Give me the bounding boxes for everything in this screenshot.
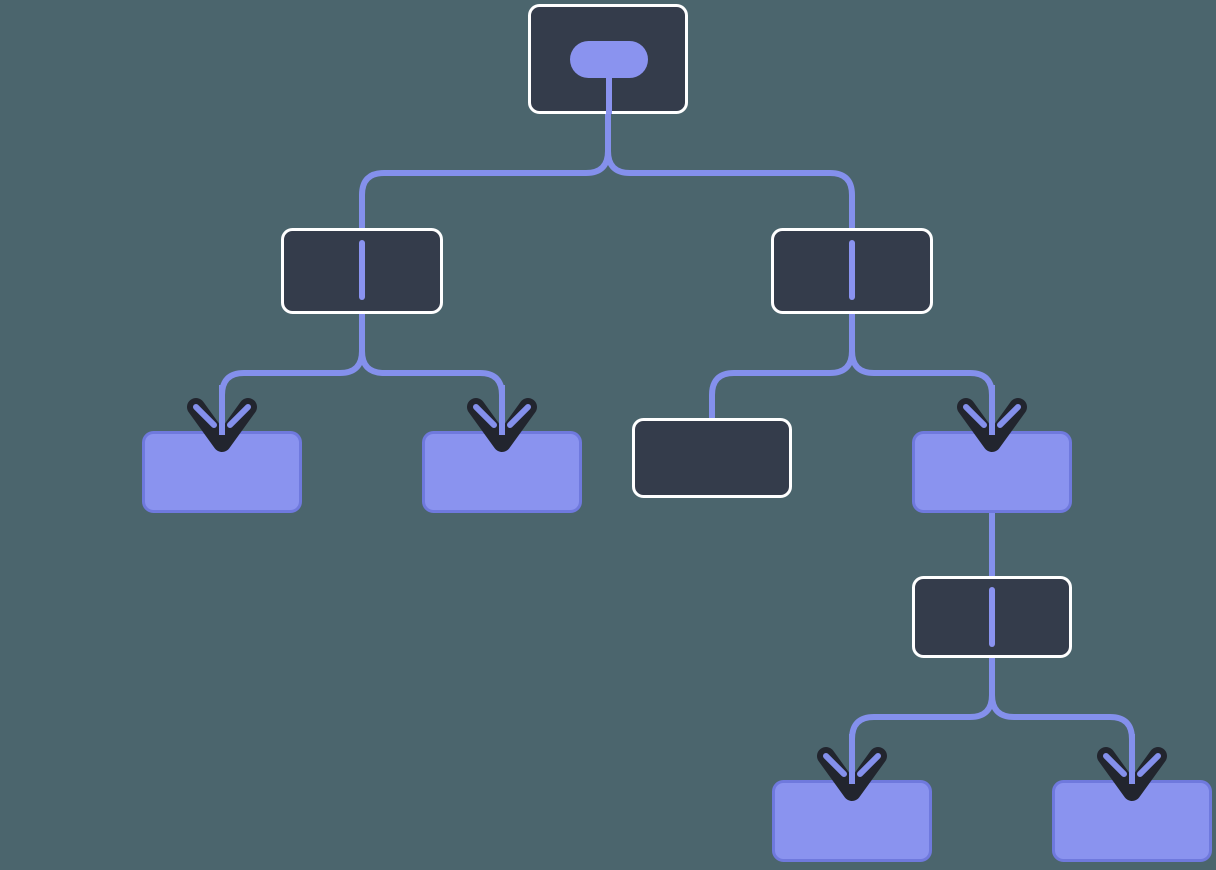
edge-right-branch-to-empty-node xyxy=(709,314,855,418)
arrowhead-wing-overlay xyxy=(823,753,881,777)
edge-layer xyxy=(219,114,1135,785)
node-inner-bar-icon xyxy=(989,587,995,647)
edge-deep-branch-to-leaf-2 xyxy=(989,658,1135,785)
arrowhead-wing-overlay xyxy=(473,404,531,428)
node-inner-bar-icon xyxy=(359,240,365,300)
branch-node-deep[interactable] xyxy=(912,576,1072,658)
node-layer xyxy=(142,4,1212,862)
arrow-layer xyxy=(187,385,1167,801)
node-inner-bar-icon xyxy=(849,240,855,300)
edge-root-to-right-branch xyxy=(605,114,855,228)
edge-root-to-left-branch xyxy=(359,114,611,228)
branch-node-right[interactable] xyxy=(771,228,933,314)
root-node[interactable] xyxy=(528,4,688,115)
empty-node-right[interactable] xyxy=(632,418,792,498)
node-inner-pill-icon xyxy=(570,41,648,78)
arrowhead-wing-overlay xyxy=(193,404,251,428)
arrowhead-wing-overlay xyxy=(1103,753,1161,777)
branch-node-left[interactable] xyxy=(281,228,443,314)
arrowhead-wing-overlay xyxy=(963,404,1021,428)
node-body-dark[interactable] xyxy=(632,418,792,498)
